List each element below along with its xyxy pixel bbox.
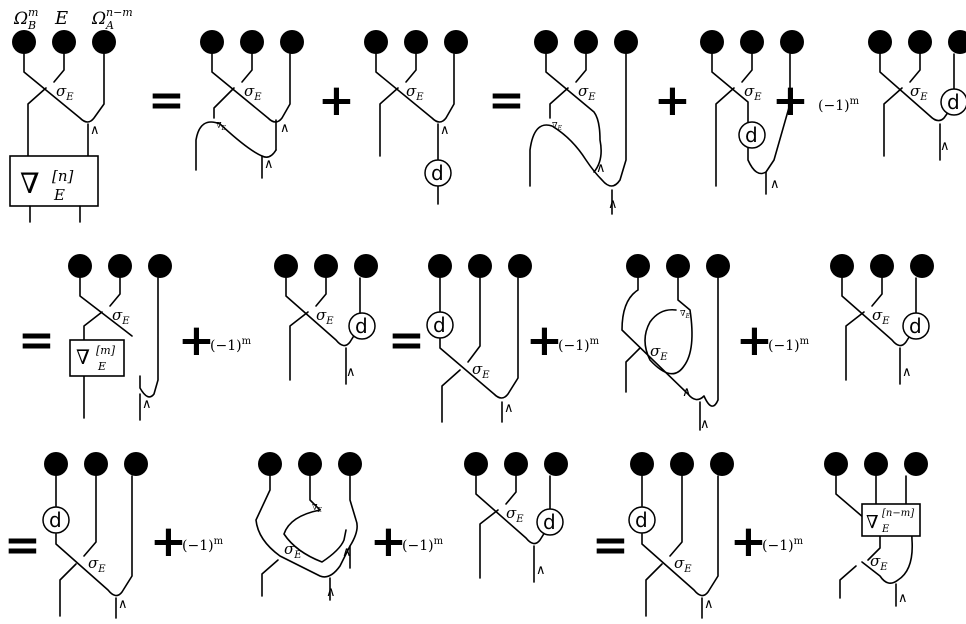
svg-text:∇: ∇ bbox=[866, 512, 879, 533]
svg-text:[n−m]: [n−m] bbox=[882, 508, 914, 519]
equals-sign: = bbox=[592, 520, 629, 571]
term-3-1: d σE ∧ bbox=[43, 452, 148, 618]
svg-text:σE: σE bbox=[650, 342, 668, 363]
svg-text:(−1)m: (−1)m bbox=[182, 536, 224, 554]
svg-text:σE: σE bbox=[316, 306, 334, 327]
plus-sign: + bbox=[654, 75, 691, 126]
svg-text:∧: ∧ bbox=[700, 417, 710, 432]
svg-text:(−1)m: (−1)m bbox=[762, 536, 804, 554]
svg-text:σE: σE bbox=[88, 554, 106, 575]
svg-text:σE: σE bbox=[284, 540, 302, 561]
svg-text:∇E: ∇E bbox=[216, 121, 227, 132]
svg-text:(−1)m: (−1)m bbox=[402, 536, 444, 554]
svg-text:σE: σE bbox=[578, 82, 596, 103]
svg-text:(−1)m: (−1)m bbox=[818, 96, 860, 114]
svg-text:∧: ∧ bbox=[940, 139, 950, 154]
term-1-4: σE ∇E ∧ ∧ bbox=[530, 30, 638, 214]
svg-text:d: d bbox=[49, 508, 62, 532]
svg-text:∧: ∧ bbox=[682, 385, 692, 400]
term-3-5: + (−1)m ∇ [n−m] E σE ∧ bbox=[730, 452, 928, 606]
svg-text:∧: ∧ bbox=[280, 121, 290, 136]
svg-text:B: B bbox=[27, 19, 36, 32]
svg-text:[m]: [m] bbox=[96, 344, 116, 357]
svg-text:σE: σE bbox=[674, 554, 692, 575]
svg-text:E: E bbox=[881, 524, 890, 535]
svg-text:∧: ∧ bbox=[898, 591, 908, 606]
svg-text:∧: ∧ bbox=[346, 365, 356, 380]
term-1-1: Ω m B E Ω n−m A σE ∧ ∇ [n] E bbox=[10, 6, 133, 222]
svg-text:[n]: [n] bbox=[52, 167, 74, 185]
term-2-5: + (−1)m d σE ∧ bbox=[736, 254, 934, 384]
equals-sign: = bbox=[488, 75, 525, 126]
svg-text:n−m: n−m bbox=[106, 6, 133, 19]
svg-text:∧: ∧ bbox=[596, 161, 606, 176]
term-1-3: d σE ∧ bbox=[364, 30, 468, 204]
svg-text:(−1)m: (−1)m bbox=[558, 336, 600, 354]
svg-text:d: d bbox=[947, 90, 960, 114]
term-2-3: d σE ∧ bbox=[427, 254, 532, 422]
svg-text:∧: ∧ bbox=[704, 597, 714, 612]
term-3-4: d σE ∧ bbox=[629, 452, 734, 618]
svg-text:σE: σE bbox=[872, 306, 890, 327]
svg-text:∇: ∇ bbox=[76, 345, 90, 369]
term-3-3: + (−1)m d σE ∧ bbox=[370, 452, 568, 582]
svg-text:∧: ∧ bbox=[142, 397, 152, 412]
equals-sign: = bbox=[388, 315, 425, 366]
svg-text:(−1)m: (−1)m bbox=[768, 336, 810, 354]
svg-text:(−1)m: (−1)m bbox=[210, 336, 252, 354]
svg-text:E: E bbox=[54, 8, 68, 29]
svg-text:∇E: ∇E bbox=[680, 309, 691, 320]
svg-text:d: d bbox=[909, 314, 922, 338]
svg-text:d: d bbox=[355, 314, 368, 338]
svg-text:∧: ∧ bbox=[770, 177, 780, 192]
svg-text:d: d bbox=[543, 510, 556, 534]
term-2-4: + (−1)m ∇E σE ∧ ∧ bbox=[526, 254, 730, 432]
svg-text:∇E: ∇E bbox=[552, 121, 563, 132]
svg-text:∧: ∧ bbox=[326, 585, 336, 600]
equals-sign: = bbox=[4, 520, 41, 571]
term-1-2: σE ∇E ∧ ∧ bbox=[196, 30, 304, 178]
svg-text:σE: σE bbox=[472, 360, 490, 381]
term-2-1: ∇ [m] E σE ∧ bbox=[68, 254, 172, 420]
svg-text:σE: σE bbox=[244, 82, 262, 103]
svg-text:∧: ∧ bbox=[342, 545, 352, 560]
term-3-2: + (−1)m ∇E σE ∧ ∧ bbox=[150, 452, 362, 600]
svg-text:σE: σE bbox=[870, 552, 888, 573]
svg-text:d: d bbox=[433, 313, 446, 337]
svg-text:∧: ∧ bbox=[118, 597, 128, 612]
svg-text:∧: ∧ bbox=[90, 123, 100, 138]
svg-text:σE: σE bbox=[506, 504, 524, 525]
svg-text:∧: ∧ bbox=[608, 197, 618, 212]
svg-text:d: d bbox=[635, 508, 648, 532]
svg-text:∧: ∧ bbox=[264, 157, 274, 172]
svg-text:E: E bbox=[53, 186, 65, 204]
svg-text:∇: ∇ bbox=[20, 167, 40, 200]
svg-text:m: m bbox=[28, 6, 38, 19]
svg-text:Ω: Ω bbox=[13, 9, 28, 29]
plus-sign: + bbox=[318, 75, 355, 126]
svg-text:E: E bbox=[97, 360, 106, 373]
svg-text:σE: σE bbox=[406, 82, 424, 103]
svg-text:∧: ∧ bbox=[440, 123, 450, 138]
svg-text:σE: σE bbox=[910, 82, 928, 103]
svg-text:σE: σE bbox=[56, 82, 74, 103]
svg-text:σE: σE bbox=[112, 306, 130, 327]
svg-text:σE: σE bbox=[744, 82, 762, 103]
equals-sign: = bbox=[148, 75, 185, 126]
svg-text:A: A bbox=[105, 19, 114, 32]
svg-text:Ω: Ω bbox=[91, 9, 106, 29]
equals-sign: = bbox=[18, 315, 55, 366]
svg-text:d: d bbox=[745, 123, 758, 147]
term-2-2: + (−1)m d σE ∧ bbox=[178, 254, 378, 384]
svg-text:∧: ∧ bbox=[504, 401, 514, 416]
svg-text:+: + bbox=[772, 75, 809, 126]
svg-text:∧: ∧ bbox=[536, 563, 546, 578]
svg-text:∧: ∧ bbox=[902, 365, 912, 380]
svg-text:d: d bbox=[431, 161, 444, 185]
svg-text:∇E: ∇E bbox=[312, 503, 323, 514]
